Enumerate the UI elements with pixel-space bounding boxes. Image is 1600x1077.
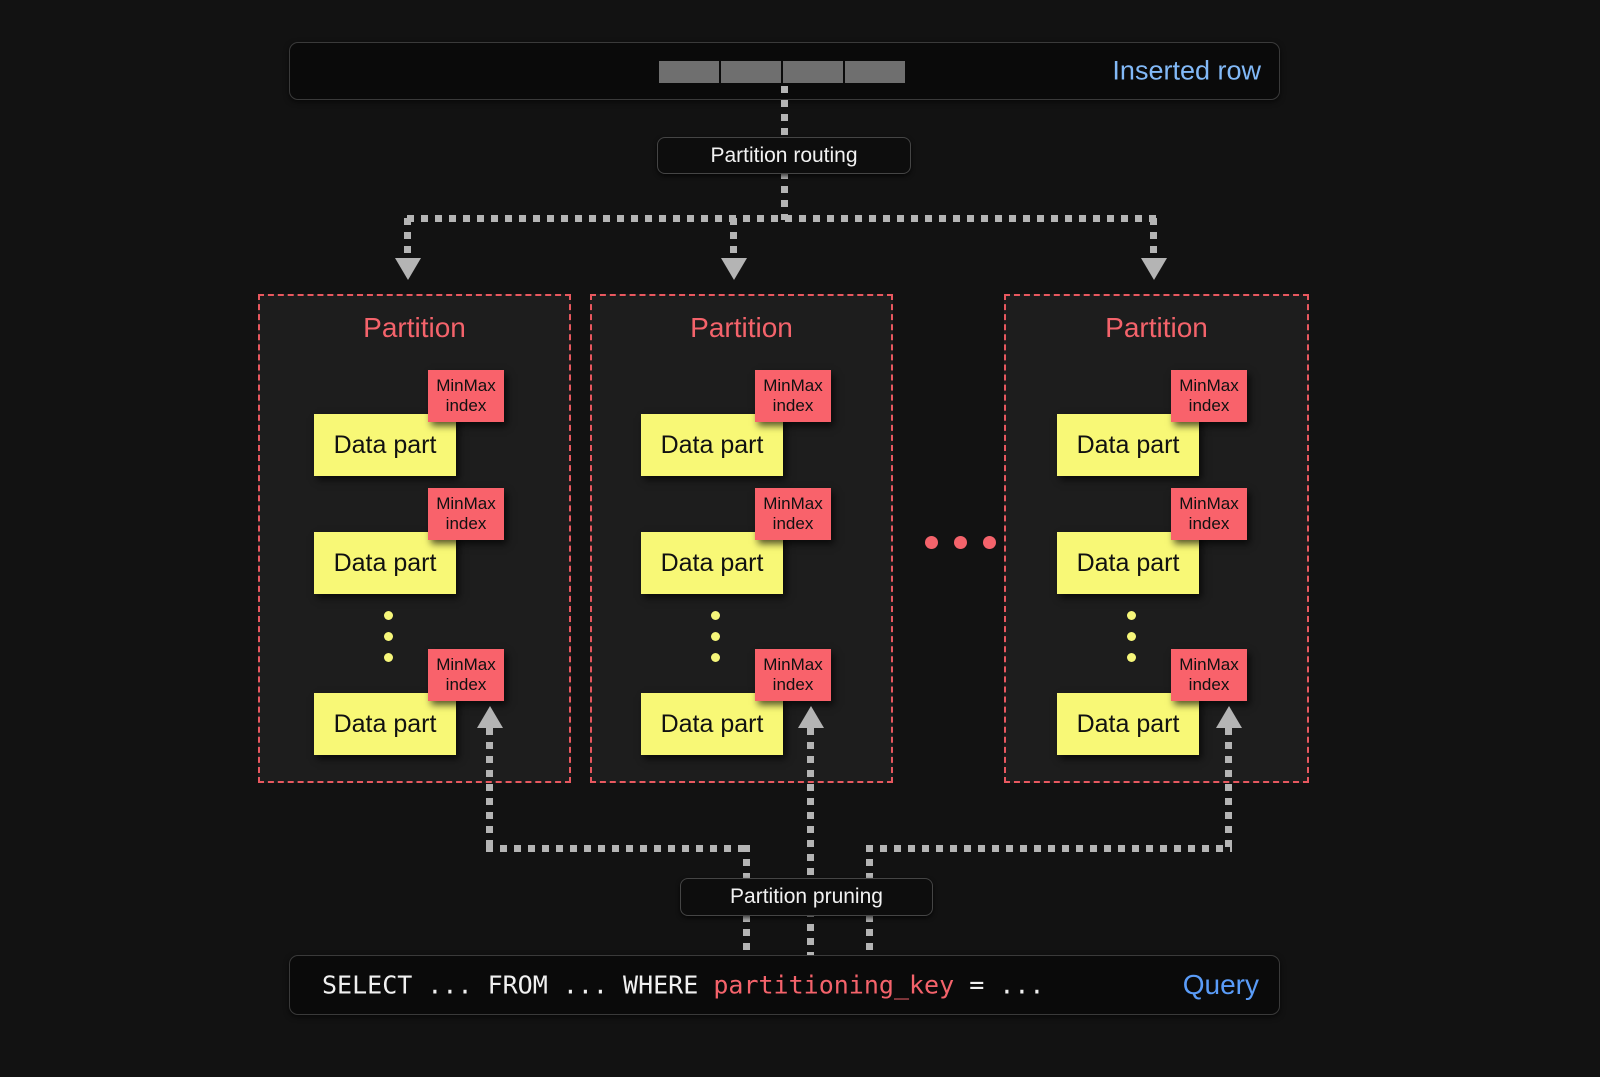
ellipsis-dot (954, 536, 967, 549)
data-part-box: Data part (641, 693, 783, 755)
connector-bus-to-partition-2 (730, 218, 737, 262)
minmax-line-2: index (772, 514, 814, 533)
minmax-line-1: MinMax (436, 655, 496, 675)
arrow-up-icon (1216, 706, 1242, 728)
row-cell (659, 61, 719, 83)
connector-routing-to-bus (781, 172, 788, 220)
minmax-line-1: MinMax (436, 494, 496, 514)
query-label: Query (1182, 969, 1259, 1000)
parts-ellipsis (384, 611, 393, 662)
minmax-line-1: MinMax (763, 376, 823, 396)
connector-bus-to-partition-1 (404, 218, 411, 262)
ellipsis-dot (1127, 653, 1136, 662)
minmax-line-2: index (772, 396, 814, 415)
data-part-box: Data part (641, 532, 783, 594)
ellipsis-dot (711, 611, 720, 620)
ellipsis-dot (983, 536, 996, 549)
connector-partition-1-to-bus (486, 728, 493, 848)
partition-title: Partition (1105, 312, 1208, 343)
minmax-index-box: MinMax index (755, 649, 831, 701)
partitions-ellipsis (925, 536, 996, 549)
minmax-index-box: MinMax index (428, 370, 504, 422)
data-part-box: Data part (314, 693, 456, 755)
ellipsis-dot (384, 632, 393, 641)
ellipsis-dot (1127, 611, 1136, 620)
row-cell (721, 61, 781, 83)
arrow-up-icon (477, 706, 503, 728)
minmax-line-1: MinMax (1179, 655, 1239, 675)
minmax-line-2: index (445, 396, 487, 415)
data-part-box: Data part (1057, 414, 1199, 476)
minmax-index-box: MinMax index (1171, 370, 1247, 422)
minmax-index-box: MinMax index (428, 488, 504, 540)
ellipsis-dot (925, 536, 938, 549)
minmax-line-1: MinMax (763, 655, 823, 675)
minmax-line-2: index (1188, 514, 1230, 533)
query-bar: SELECT ... FROM ... WHERE partitioning_k… (289, 955, 1280, 1015)
arrow-down-icon (1141, 258, 1167, 280)
ellipsis-dot (1127, 632, 1136, 641)
row-cell (845, 61, 905, 83)
partition-box-3: Partition MinMax index Data part MinMax … (1004, 294, 1309, 783)
arrow-up-icon (798, 706, 824, 728)
minmax-line-2: index (445, 675, 487, 694)
pruning-bus-left (486, 845, 750, 852)
ellipsis-dot (711, 653, 720, 662)
inserted-row-label: Inserted row (1112, 55, 1261, 86)
connector-partition-3-to-bus (1225, 728, 1232, 848)
minmax-index-box: MinMax index (755, 370, 831, 422)
connector-partition-2-to-query (807, 728, 814, 955)
arrow-down-icon (395, 258, 421, 280)
data-part-box: Data part (1057, 693, 1199, 755)
partition-title: Partition (363, 312, 466, 343)
inserted-row-bar: Inserted row (289, 42, 1280, 100)
partition-pruning-label: Partition pruning (730, 885, 883, 908)
minmax-index-box: MinMax index (755, 488, 831, 540)
partition-box-1: Partition MinMax index Data part MinMax … (258, 294, 571, 783)
partition-title: Partition (690, 312, 793, 343)
minmax-line-2: index (1188, 675, 1230, 694)
routing-bus (407, 215, 1157, 222)
partition-box-2: Partition MinMax index Data part MinMax … (590, 294, 893, 783)
pruning-bus-right (866, 845, 1232, 852)
ellipsis-dot (384, 611, 393, 620)
minmax-line-1: MinMax (763, 494, 823, 514)
minmax-index-box: MinMax index (1171, 488, 1247, 540)
minmax-line-2: index (772, 675, 814, 694)
minmax-index-box: MinMax index (428, 649, 504, 701)
query-prefix: SELECT ... FROM ... WHERE (322, 970, 714, 1000)
parts-ellipsis (1127, 611, 1136, 662)
ellipsis-dot (711, 632, 720, 641)
partition-routing-label: Partition routing (710, 143, 858, 167)
inserted-row-cells (659, 61, 905, 83)
minmax-line-1: MinMax (1179, 494, 1239, 514)
row-cell (783, 61, 843, 83)
query-suffix: = ... (954, 970, 1045, 1000)
parts-ellipsis (711, 611, 720, 662)
arrow-down-icon (721, 258, 747, 280)
partition-routing-box: Partition routing (657, 137, 911, 174)
connector-bus-to-partition-3 (1150, 218, 1157, 262)
data-part-box: Data part (314, 532, 456, 594)
query-partitioning-key: partitioning_key (713, 970, 955, 1000)
connector-row-to-routing (781, 86, 788, 142)
data-part-box: Data part (314, 414, 456, 476)
data-part-box: Data part (641, 414, 783, 476)
ellipsis-dot (384, 653, 393, 662)
data-part-box: Data part (1057, 532, 1199, 594)
partition-pruning-box: Partition pruning (680, 878, 933, 916)
minmax-line-1: MinMax (436, 376, 496, 396)
minmax-line-2: index (1188, 396, 1230, 415)
query-text: SELECT ... FROM ... WHERE partitioning_k… (322, 971, 1044, 1000)
minmax-line-1: MinMax (1179, 376, 1239, 396)
minmax-index-box: MinMax index (1171, 649, 1247, 701)
minmax-line-2: index (445, 514, 487, 533)
